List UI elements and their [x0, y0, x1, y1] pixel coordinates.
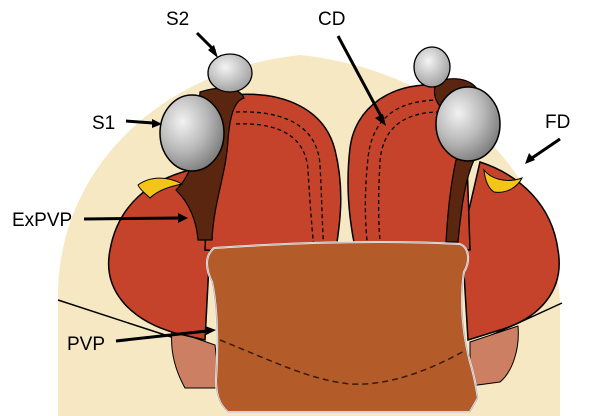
right-s1-sensillum — [436, 87, 500, 161]
label-cd: CD — [318, 9, 345, 30]
label-s1: S1 — [92, 113, 115, 134]
arrow-fd — [525, 139, 560, 164]
left-s1-sensillum — [160, 95, 224, 171]
left-s2-sensillum — [208, 54, 252, 92]
label-expvp: ExPVP — [12, 210, 72, 231]
label-s2: S2 — [166, 9, 189, 30]
pvp-plate — [207, 242, 478, 412]
label-pvp: PVP — [67, 334, 105, 355]
arrow-s2 — [197, 33, 218, 58]
right-s2-sensillum — [414, 47, 450, 87]
label-fd: FD — [545, 112, 570, 133]
